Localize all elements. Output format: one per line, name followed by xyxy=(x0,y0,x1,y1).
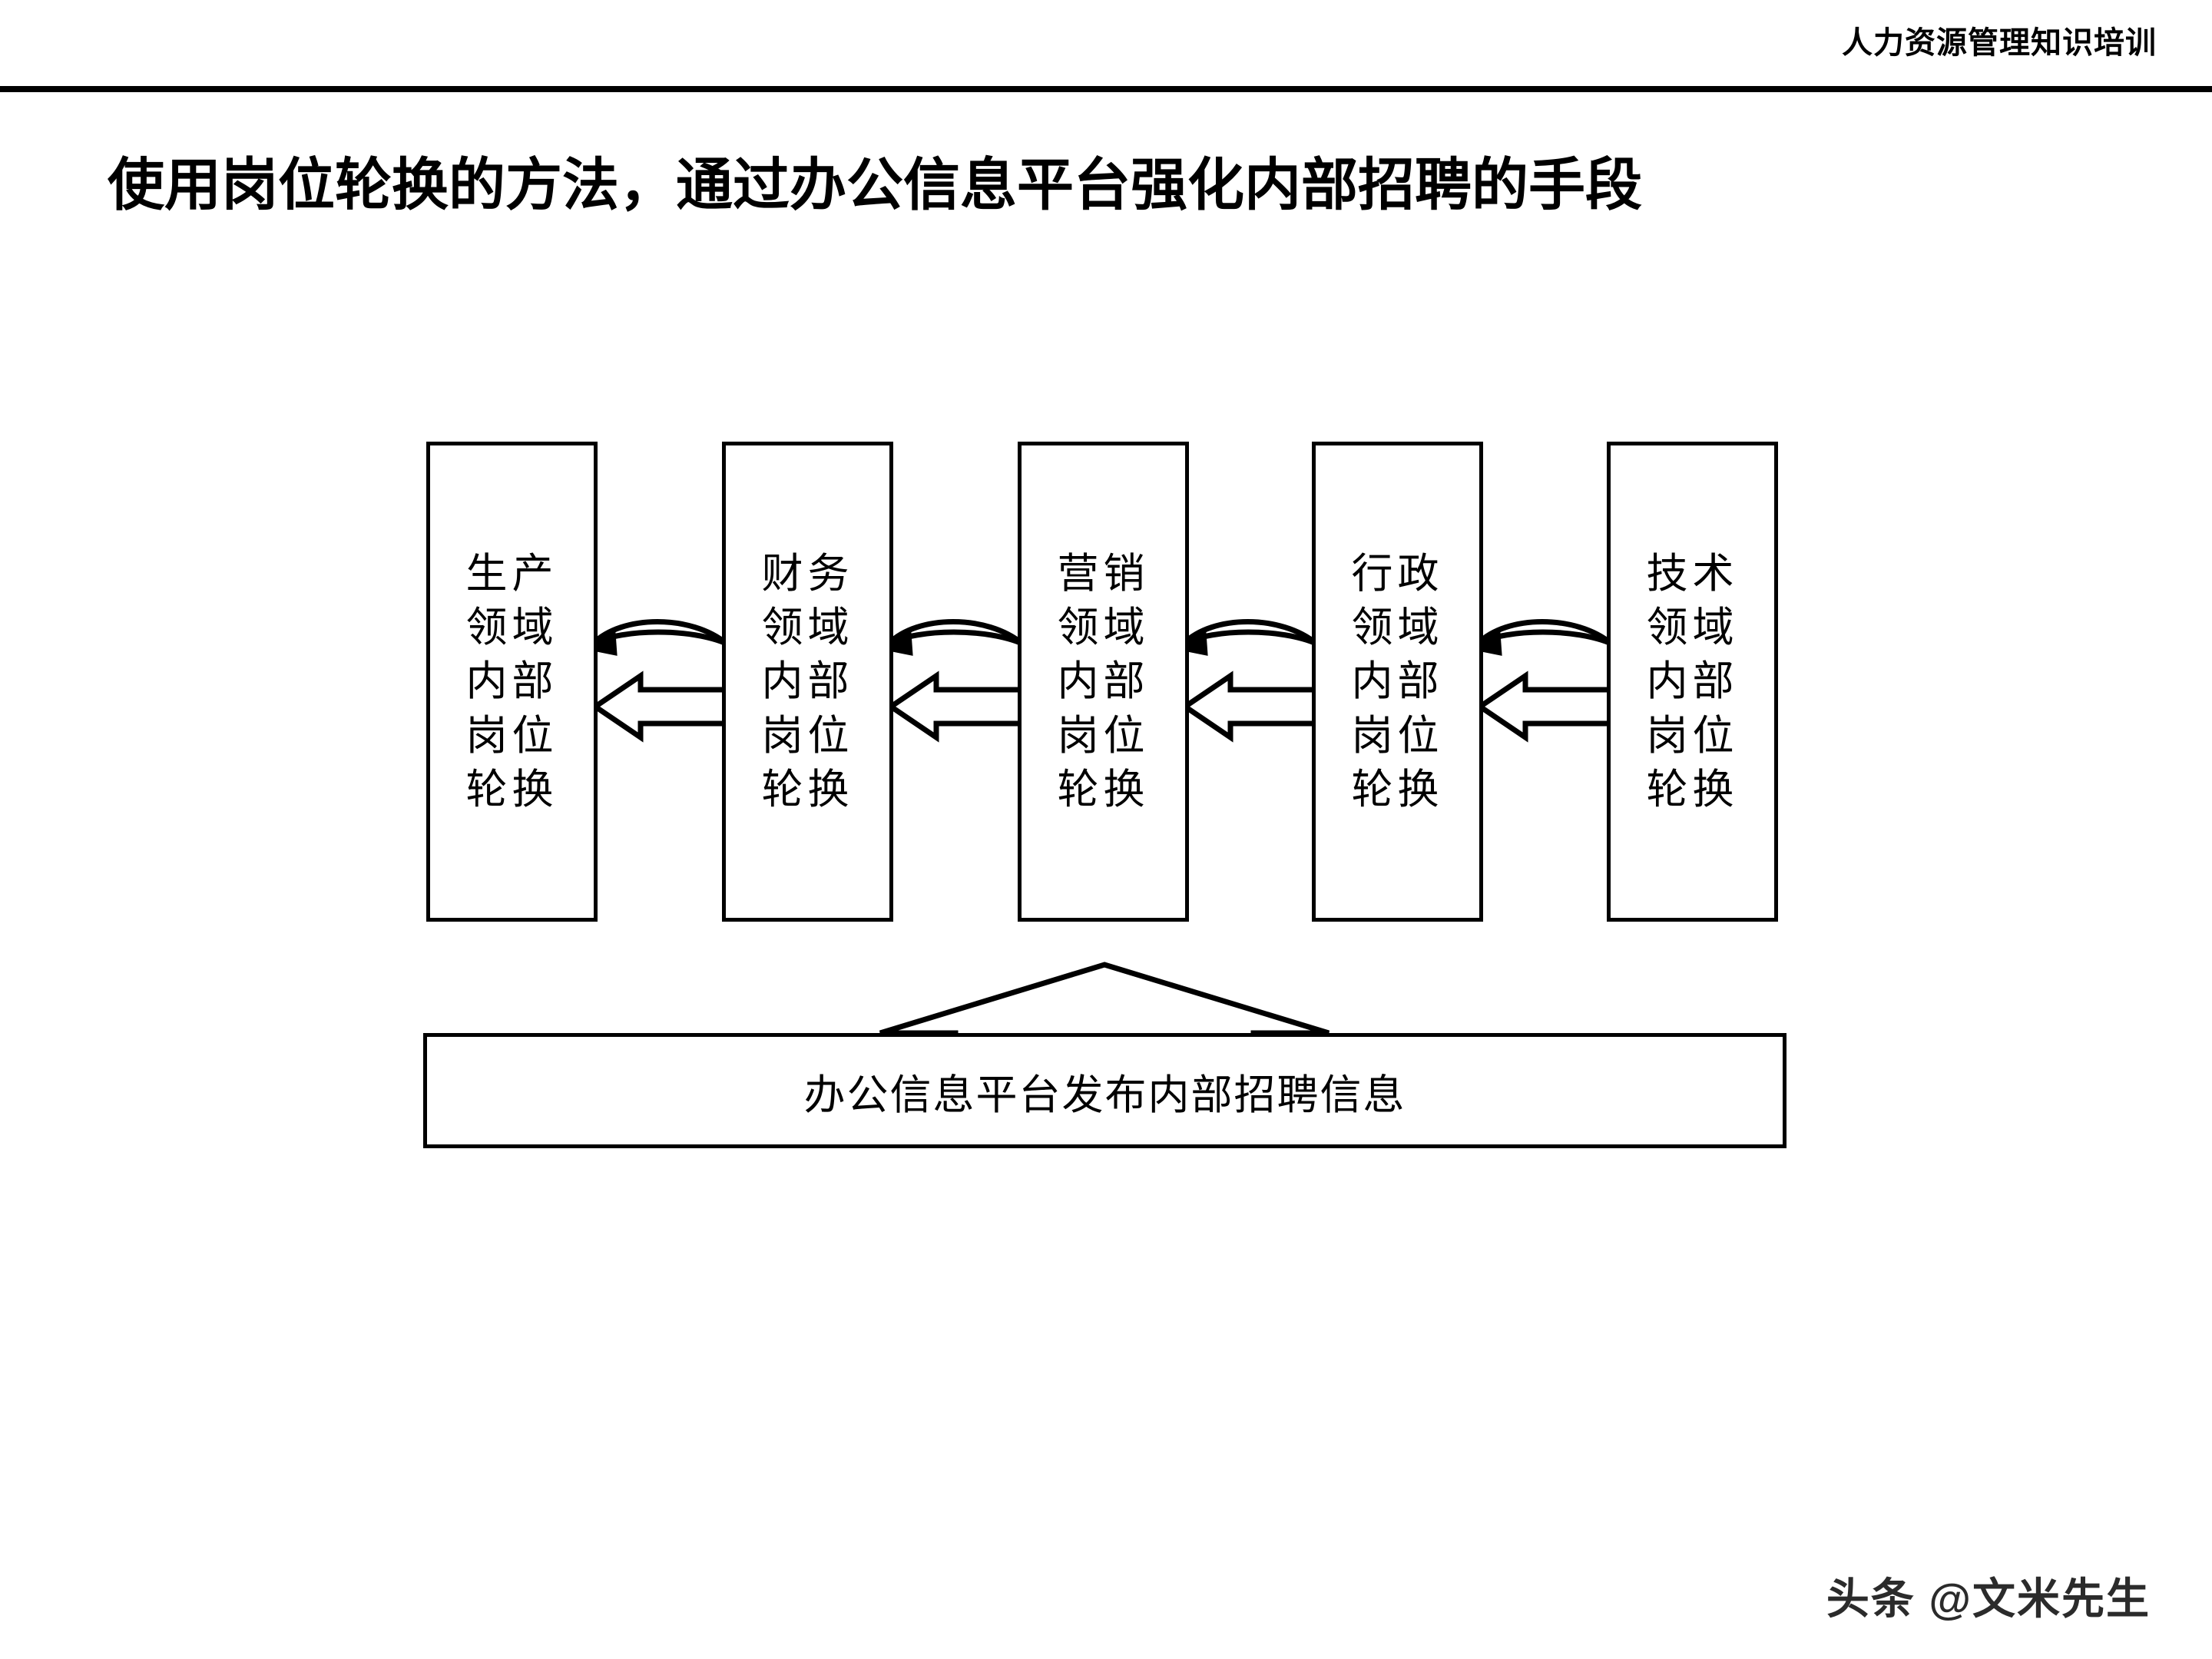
curved-arc-arrow-2 xyxy=(877,619,1025,656)
curved-arc-arrow-4 xyxy=(1466,619,1614,656)
block-arrow-1 xyxy=(590,671,728,743)
domain-box-marketing[interactable]: 营销领域内部岗位轮换 xyxy=(1018,442,1189,922)
domain-box-label: 财务领域内部岗位轮换 xyxy=(761,551,854,813)
domain-box-label: 营销领域内部岗位轮换 xyxy=(1057,551,1150,813)
domain-box-technology[interactable]: 技术领域内部岗位轮换 xyxy=(1607,442,1778,922)
block-arrow-3 xyxy=(1180,671,1318,743)
platform-bar[interactable]: 办公信息平台发布内部招聘信息 xyxy=(423,1033,1786,1148)
course-header-label: 人力资源管理知识培训 xyxy=(1842,26,2157,60)
page-title: 使用岗位轮换的方法，通过办公信息平台强化内部招聘的手段 xyxy=(108,152,1642,217)
domain-box-label: 技术领域内部岗位轮换 xyxy=(1646,551,1739,813)
domain-box-production[interactable]: 生产领域内部岗位轮换 xyxy=(426,442,598,922)
header-divider xyxy=(0,86,2212,92)
domain-box-label: 行政领域内部岗位轮换 xyxy=(1351,551,1444,813)
platform-bar-label: 办公信息平台发布内部招聘信息 xyxy=(803,1071,1406,1118)
domain-box-admin[interactable]: 行政领域内部岗位轮换 xyxy=(1312,442,1483,922)
block-arrow-4 xyxy=(1475,671,1613,743)
curved-arc-arrow-3 xyxy=(1172,619,1319,656)
domain-box-label: 生产领域内部岗位轮换 xyxy=(465,551,558,813)
domain-box-finance[interactable]: 财务领域内部岗位轮换 xyxy=(722,442,893,922)
watermark: 头条 @文米先生 xyxy=(1826,1575,2151,1623)
curved-arc-arrow-1 xyxy=(581,619,729,656)
block-arrow-2 xyxy=(886,671,1024,743)
